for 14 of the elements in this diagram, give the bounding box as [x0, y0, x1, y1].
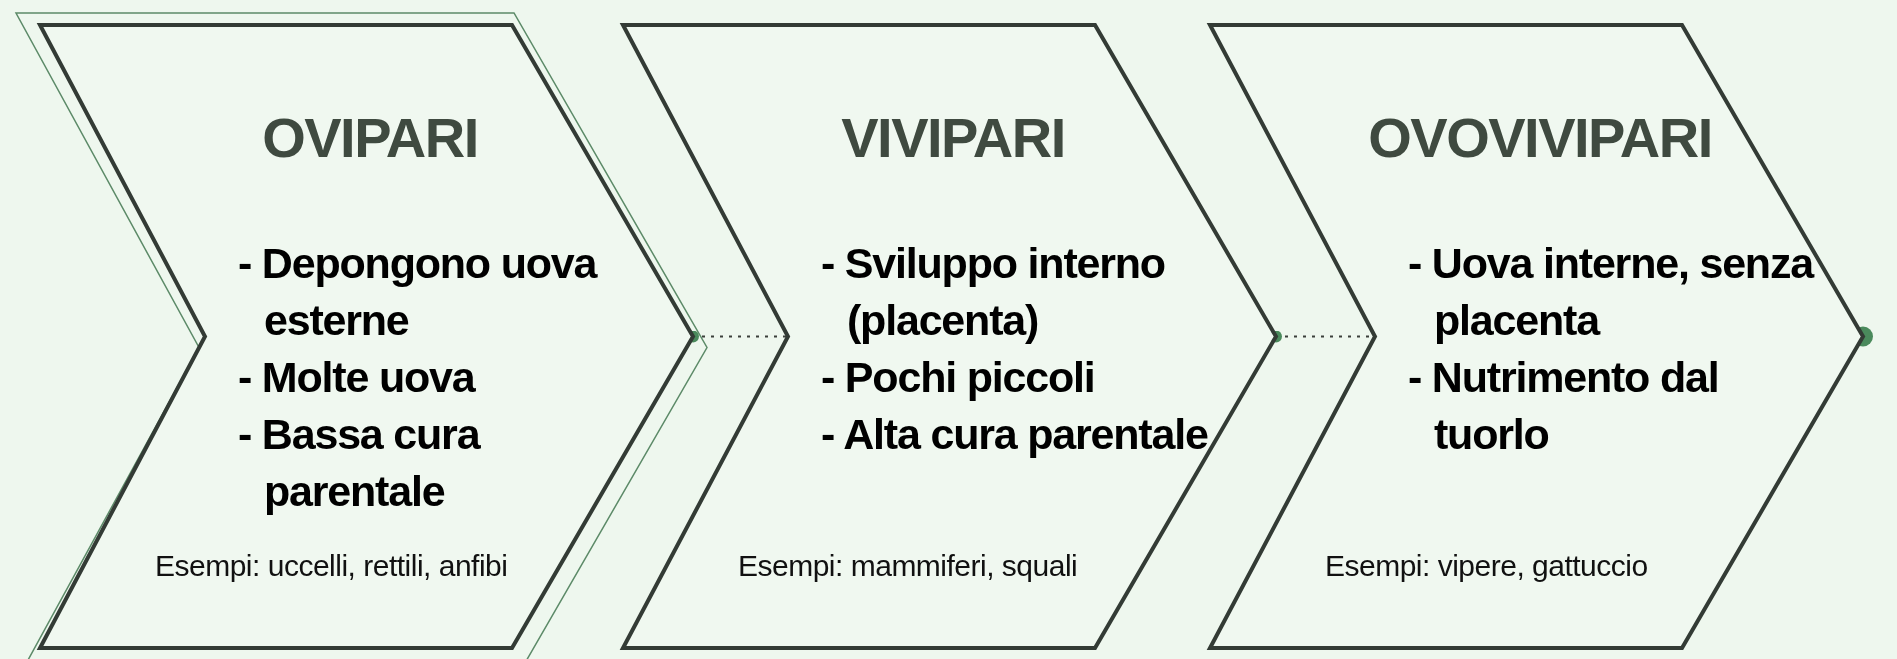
bullet-text: - Sviluppo interno (placenta) [821, 238, 1166, 346]
examples-text: Esempi: mammiferi, squali [738, 548, 1079, 584]
bullet-text: - Bassa cura parentale [238, 409, 482, 517]
chevron-heading: OVOVIVIPARI [1367, 105, 1713, 170]
bullet-text: - Nutrimento dal tuorlo [1408, 352, 1720, 460]
bullet-text: - Pochi piccoli [821, 352, 1096, 403]
bullet-text: - Molte uova [238, 352, 477, 403]
examples-text: Esempi: vipere, gattuccio [1325, 548, 1649, 584]
chevron-heading: VIVIPARI [840, 105, 1066, 170]
chevron-heading: OVIPARI [261, 105, 479, 170]
bullet-text: - Alta cura parentale [821, 409, 1209, 460]
examples-text: Esempi: uccelli, rettili, anfibi [155, 548, 509, 584]
bullet-text: - Depongono uova esterne [238, 238, 598, 346]
bullet-text: - Uova interne, senza placenta [1408, 238, 1815, 346]
